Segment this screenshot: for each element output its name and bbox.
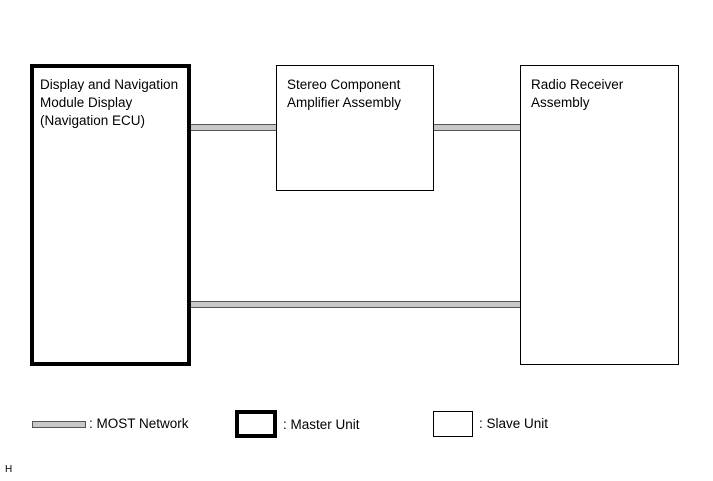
legend-slave-unit-label: : Slave Unit	[479, 416, 549, 431]
most-link-radio-to-nav	[188, 301, 522, 308]
radio-receiver-label: Radio Receiver Assembly	[531, 77, 624, 110]
legend-most-network-swatch	[32, 421, 86, 428]
most-link-amplifier-to-radio	[432, 124, 522, 131]
amplifier-box: Stereo Component Amplifier Assembly	[276, 65, 434, 191]
navigation-ecu-label: Display and Navigation Module Display (N…	[40, 77, 179, 128]
most-link-nav-to-amplifier	[188, 124, 278, 131]
legend-master-unit-label: : Master Unit	[283, 417, 360, 432]
radio-receiver-box: Radio Receiver Assembly	[520, 65, 679, 365]
figure-code: H	[5, 464, 13, 475]
navigation-ecu-box: Display and Navigation Module Display (N…	[30, 64, 191, 366]
amplifier-label: Stereo Component Amplifier Assembly	[287, 77, 402, 110]
legend-slave-unit-swatch	[433, 411, 473, 437]
legend-master-unit-swatch	[235, 410, 277, 438]
legend-most-network-label: : MOST Network	[89, 416, 189, 431]
